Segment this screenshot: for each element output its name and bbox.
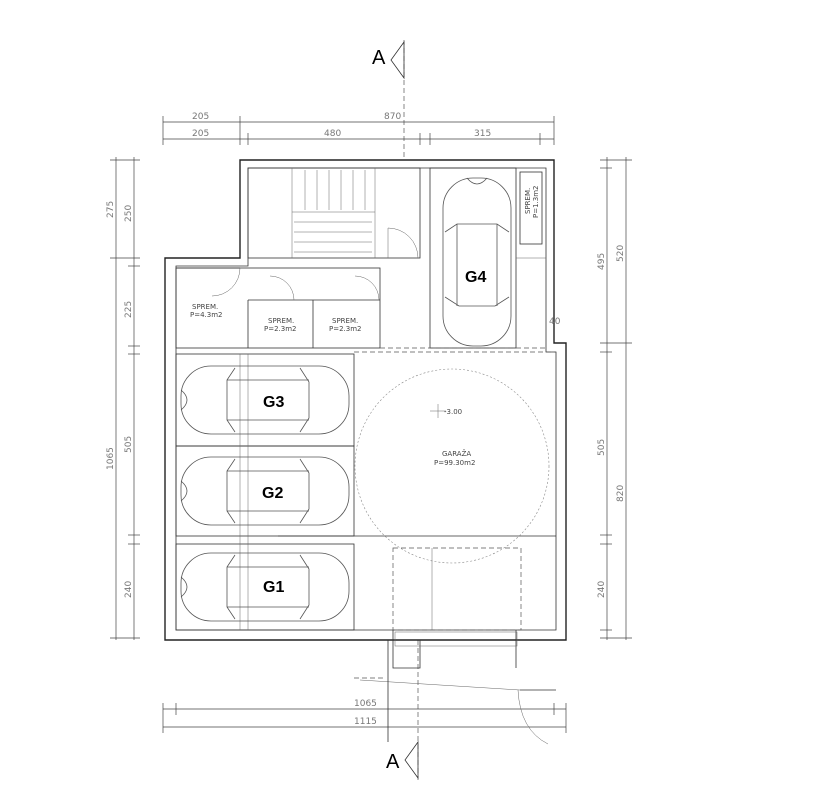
dimensions-left: 275 1065 250 225 505 240 [106,157,140,640]
section-line: A A [372,40,419,780]
room-sprem3-area: P=2.3m2 [329,325,362,333]
dimensions-right: 495 505 240 520 820 [597,157,632,640]
section-arrow-top [390,40,405,80]
section-label-bottom: A [386,751,400,773]
room-sprem1-area: P=4.3m2 [190,311,223,319]
dim-right-820: 820 [616,485,626,502]
garage-label-g1: G1 [263,579,284,596]
dim-left-275: 275 [106,201,116,218]
dim-right-505: 505 [597,439,607,456]
storage-row [175,267,381,349]
building-outline [164,159,567,641]
garage-label-g2: G2 [262,485,283,502]
room-sprem2-area: P=2.3m2 [264,325,297,333]
garage-bays-left [175,353,556,631]
door-swing-stair [387,227,419,259]
section-arrow-bottom [404,740,419,780]
dim-small-40: 40 [549,317,561,327]
dim-top-480: 480 [324,129,341,139]
dim-left-225: 225 [124,301,134,318]
dim-top-870: 870 [384,112,401,122]
dim-left-1065: 1065 [106,447,116,470]
room-garaza-name: GARAŽA [442,449,471,458]
dim-left-240: 240 [124,581,134,598]
garage-label-g3: G3 [263,394,284,411]
dim-left-250: 250 [124,205,134,222]
dim-right-520: 520 [616,245,626,262]
dim-top-205a: 205 [192,112,209,122]
dim-bottom-1115: 1115 [354,717,377,727]
dim-right-240: 240 [597,581,607,598]
dimensions-top: 205 870 205 480 315 [162,112,555,145]
dim-bottom-1065: 1065 [354,699,377,709]
dim-right-495: 495 [597,253,607,270]
garage-label-g4: G4 [465,269,486,286]
dim-top-315: 315 [474,129,491,139]
garage-central [354,347,556,745]
room-sprem4-area: P=1.3m2 [532,186,540,219]
dim-top-205b: 205 [192,129,209,139]
dim-left-505: 505 [124,436,134,453]
dimensions-bottom: 1065 1115 [162,699,567,733]
room-sprem3-name: SPREM. [332,317,358,325]
car-g4 [442,177,512,347]
room-sprem2-name: SPREM. [268,317,294,325]
level-mark: -3.00 [444,408,462,416]
room-sprem1-name: SPREM. [192,303,218,311]
room-sprem4-name: SPREM. [524,188,532,214]
section-label-top: A [372,47,386,69]
staircase [247,167,421,259]
room-garaza-area: P=99.30m2 [434,459,475,467]
turning-circle [354,368,550,564]
